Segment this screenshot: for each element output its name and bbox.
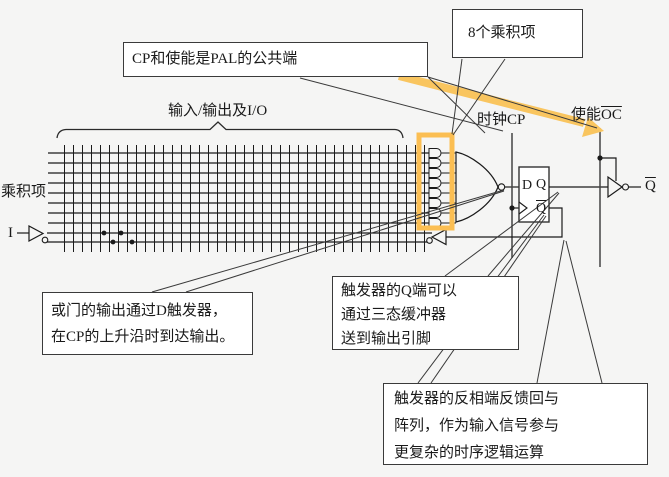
io-group-label: 输入/输出及I/O — [168, 103, 268, 119]
callout-or-gate: 或门的输出通过D触发器， 在CP的上升沿时到达输出。 — [42, 292, 253, 355]
callout-q-output-line1: 触发器的Q端可以 — [341, 283, 457, 299]
callout-q-output-line2: 通过三态缓冲器 — [341, 307, 447, 323]
output-qbar-label: Q — [645, 178, 656, 194]
clock-edge-triangle-icon — [518, 201, 528, 215]
callout-cp-common-text: CP和使能是PAL的公共端 — [132, 51, 298, 67]
callout-q-output: 触发器的Q端可以 通过三态缓冲器 送到输出引脚 — [332, 276, 519, 350]
callout-feedback: 触发器的反相端反馈回与 阵列，作为输入信号参与 更复杂的时序逻辑运算 — [383, 383, 648, 465]
callout-cp-common: CP和使能是PAL的公共端 — [123, 42, 428, 77]
callout-feedback-line1: 触发器的反相端反馈回与 — [394, 391, 560, 407]
io-group-brace — [56, 121, 404, 139]
highlight-rectangle — [416, 132, 455, 231]
qbar-feedback-path — [426, 207, 563, 246]
product-term-label: 乘积项 — [1, 184, 47, 200]
callout-or-gate-line1: 或门的输出通过D触发器， — [51, 303, 227, 319]
ff-qbar-label: Q — [536, 201, 547, 216]
connection-dots — [101, 230, 135, 245]
feedback-buffer — [430, 228, 447, 246]
enable-line — [597, 128, 617, 267]
callout-feedback-line2: 阵列，作为输入信号参与 — [394, 418, 560, 434]
callout-product-terms: 8个乘积项 — [452, 9, 583, 58]
callout-product-terms-text: 8个乘积项 — [468, 25, 536, 41]
callout-or-gate-line2: 在CP的上升沿时到达输出。 — [51, 329, 235, 345]
ff-q-label: Q — [536, 177, 547, 192]
callout-feedback-line3: 更复杂的时序逻辑运算 — [394, 445, 545, 461]
d-flipflop — [518, 166, 550, 223]
input-i-label: I — [8, 225, 13, 241]
clock-cp-label: 时钟CP — [477, 112, 526, 128]
enable-oc-label: 使能OC — [571, 107, 622, 123]
clock-line — [509, 133, 519, 258]
input-buffer — [17, 224, 49, 244]
and-array-grid — [47, 145, 432, 252]
or-gate — [455, 151, 519, 223]
callout-q-output-line3: 送到输出引脚 — [341, 331, 432, 347]
tri-state-buffer — [607, 175, 641, 199]
ff-d-label: D — [522, 178, 533, 193]
oc-overline: OC — [601, 107, 622, 123]
